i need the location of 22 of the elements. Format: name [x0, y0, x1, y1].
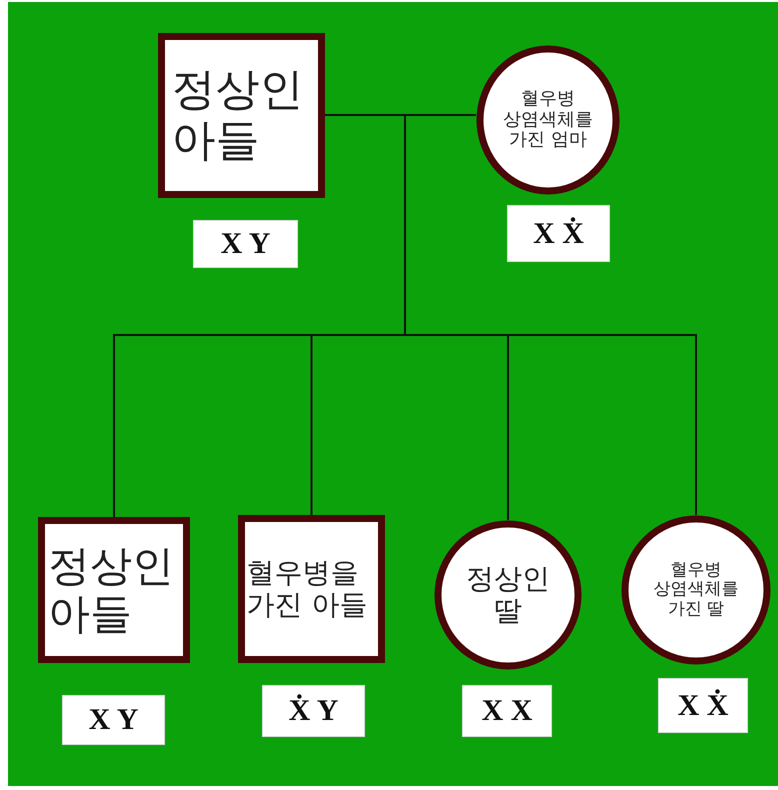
genotype-label: X Ẋ: [678, 688, 728, 722]
person-label: 혈우병 상염색체를 가진 엄마: [502, 88, 594, 152]
genotype-box: [658, 678, 748, 733]
genotype-box: [62, 695, 165, 745]
genotype-label: X Ẋ: [533, 216, 584, 250]
person-label: 혈우병을 가진 아들: [246, 556, 368, 622]
genotype-box: [507, 205, 610, 262]
genotype-box: [193, 220, 298, 268]
genotype-box: [462, 685, 552, 737]
male-square: [238, 515, 385, 663]
person-label: 정상인 딸: [465, 562, 551, 628]
person-label: 정상인 아들: [172, 64, 304, 166]
descent-line: [404, 114, 697, 515]
genotype-label: X Y: [220, 227, 270, 261]
person-label: 혈우병 상염색체를 가진 딸: [652, 560, 740, 620]
genotype-label: Ẋ Y: [288, 694, 338, 728]
person-label: 정상인 아들: [48, 542, 175, 638]
genotype-label: X Y: [88, 703, 138, 737]
genotype-box: [262, 685, 365, 737]
male-square: [38, 517, 190, 663]
genotype-label: X X: [482, 694, 532, 728]
male-square: [158, 33, 325, 198]
